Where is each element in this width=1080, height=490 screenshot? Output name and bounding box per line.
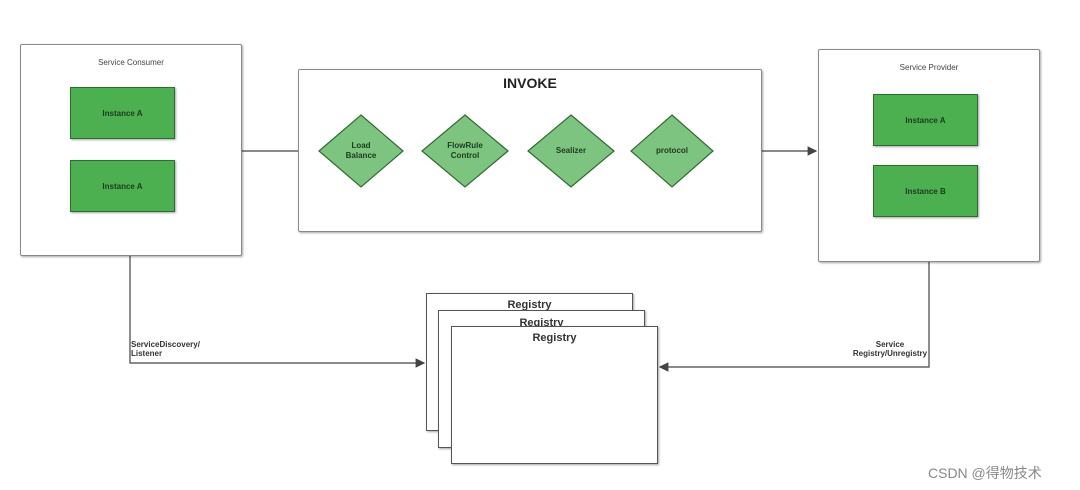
registry-card-front-title: Registry	[532, 332, 577, 344]
consumer-instance-1: Instance A	[70, 87, 175, 139]
diamond-flowrule-control-label: FlowRule Control	[447, 141, 483, 160]
service-consumer-title: Service Consumer	[98, 58, 164, 67]
invoke-title: INVOKE	[503, 75, 557, 91]
registry-edge-label: Service Registry/Unregistry	[852, 340, 928, 358]
service-provider-box: Service Provider Instance A Instance B	[818, 49, 1040, 262]
provider-instance-b: Instance B	[873, 165, 978, 217]
registry-card-back-title: Registry	[507, 299, 552, 311]
diamond-flowrule-control: FlowRule Control	[421, 114, 509, 188]
consumer-instance-2: Instance A	[70, 160, 175, 212]
watermark: CSDN @得物技术	[928, 465, 1042, 481]
diamond-sealizer-label: Sealizer	[555, 146, 587, 155]
diamond-protocol-label: protocol	[656, 146, 688, 155]
edge-discovery	[129, 256, 426, 368]
diamond-sealizer: Sealizer	[527, 114, 615, 188]
diamond-protocol: protocol	[630, 114, 714, 188]
provider-instance-a: Instance A	[873, 94, 978, 146]
service-provider-title: Service Provider	[899, 63, 959, 72]
diamond-load-balance-label: Load Balance	[345, 141, 377, 160]
service-consumer-box: Service Consumer Instance A Instance A	[20, 44, 242, 256]
discovery-edge-label: ServiceDiscovery/ Listener	[131, 340, 200, 358]
diamond-load-balance: Load Balance	[318, 114, 404, 188]
edge-registry	[658, 262, 930, 372]
registry-card-front: Registry	[451, 326, 658, 464]
